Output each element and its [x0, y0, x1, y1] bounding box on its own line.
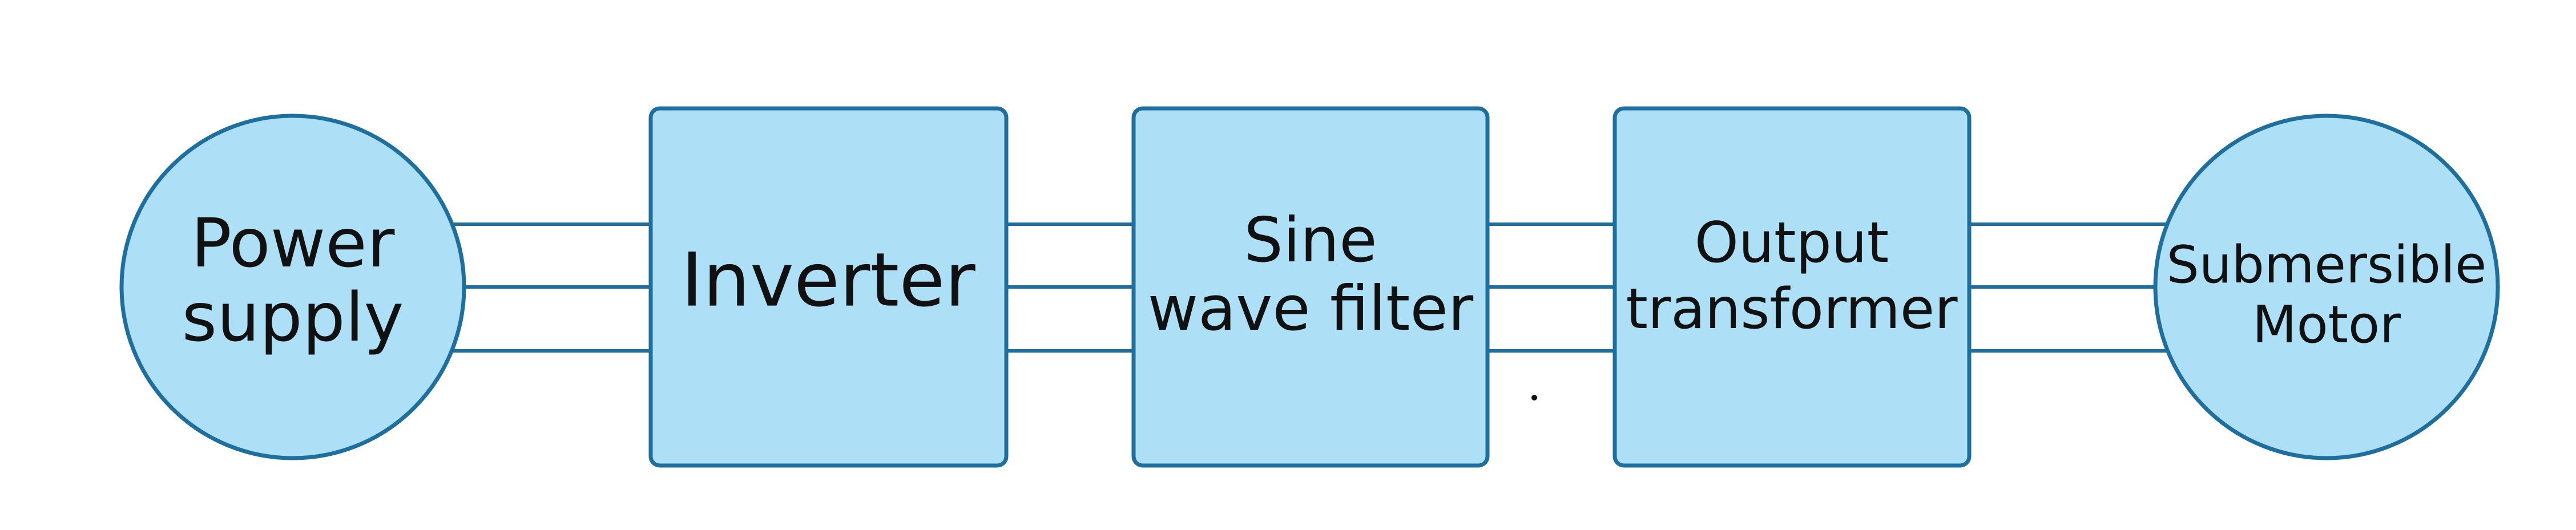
- wires-power-to-inverter: [451, 222, 651, 353]
- submersible-motor-circle: [2153, 114, 2500, 460]
- submersible-motor-label-line-2: Motor: [2252, 295, 2401, 355]
- inverter-label: Inverter: [681, 237, 975, 323]
- submersible-motor-label-line-1: Submersible: [2167, 235, 2487, 295]
- wires-filter-to-transformer: [1487, 222, 1615, 353]
- wires-transformer-to-motor: [1969, 222, 2169, 353]
- power-supply-circle: [119, 114, 466, 460]
- wires-inverter-to-filter: [1006, 222, 1134, 353]
- output-transformer-box: [1612, 106, 1972, 468]
- power-supply-label-line-2: supply: [182, 278, 404, 357]
- sine-wave-filter-box: [1131, 106, 1490, 468]
- node-inverter: Inverter: [648, 106, 1009, 468]
- power-supply-label-line-1: Power: [191, 204, 395, 282]
- sine-wave-filter-label-line-2: wave filter: [1148, 273, 1474, 345]
- output-transformer-label-line-2: transformer: [1626, 277, 1958, 342]
- node-power-supply: Power supply: [119, 114, 466, 460]
- output-transformer-label-line-1: Output: [1695, 211, 1889, 276]
- node-sine-wave-filter: Sine wave filter: [1131, 106, 1490, 468]
- node-submersible-motor: Submersible Motor: [2153, 114, 2500, 460]
- sine-wave-filter-label-line-1: Sine: [1244, 205, 1377, 276]
- node-output-transformer: Output transformer: [1612, 106, 1972, 468]
- inverter-box: [648, 106, 1009, 468]
- stray-dot: [1531, 395, 1537, 400]
